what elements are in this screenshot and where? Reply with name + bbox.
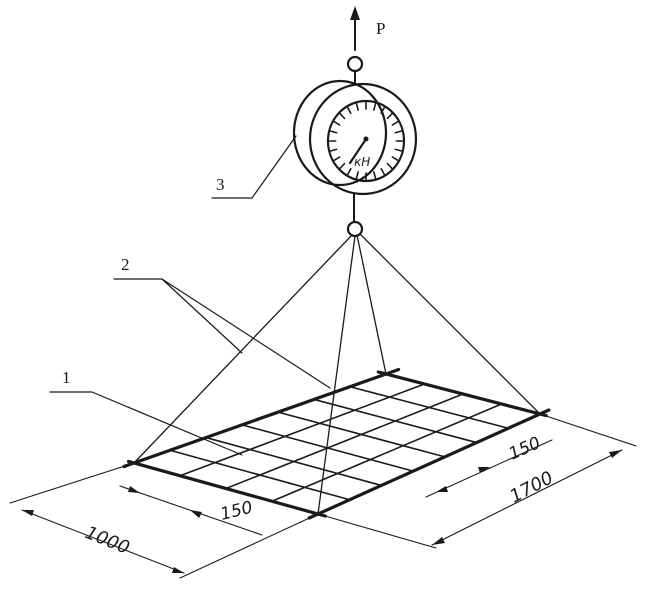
- dim-cell-short-label: 150: [218, 498, 254, 525]
- force-arrow: [350, 6, 360, 51]
- gauge-dial: [326, 99, 406, 183]
- mesh-grid: [122, 367, 551, 520]
- force-label: P: [376, 19, 385, 38]
- gauge-tick: [394, 148, 403, 152]
- gauge-tick: [373, 102, 377, 111]
- mesh-bar: [271, 403, 503, 503]
- top-ring: [346, 55, 364, 73]
- gauge-tick: [380, 167, 386, 176]
- gauge-tick: [329, 130, 338, 134]
- gauge-tick: [355, 102, 359, 111]
- dim-length: [317, 413, 637, 549]
- gauge-tick: [346, 167, 352, 176]
- mesh-bar: [225, 393, 464, 490]
- gauge-ticks: [328, 101, 404, 181]
- gauge-tick: [386, 112, 393, 120]
- gauge-tick: [339, 112, 346, 120]
- mesh-edge: [126, 459, 327, 518]
- dim-cell-short: [119, 485, 263, 536]
- label-slings: 2: [121, 255, 130, 274]
- gauge-tick: [391, 120, 399, 126]
- label-mesh: 1: [62, 368, 71, 387]
- dim-length-label: 1700: [506, 467, 556, 507]
- mesh-edge: [376, 370, 548, 418]
- dim-width: [9, 462, 319, 579]
- gauge-tick: [333, 120, 341, 126]
- mesh-edge: [122, 367, 401, 469]
- dynamometer: [292, 79, 418, 196]
- gauge-unit-label: кН: [354, 155, 370, 169]
- gauge-tick: [394, 130, 403, 134]
- dim-width-label: 1000: [82, 522, 132, 559]
- mesh-edge: [307, 408, 551, 520]
- slings: [133, 233, 541, 515]
- gauge-tick: [346, 106, 352, 115]
- dim-cell-long: [425, 439, 553, 498]
- label-dynamometer: 3: [216, 175, 225, 194]
- gauge-tick: [391, 156, 399, 162]
- gauge-needle: [348, 137, 368, 165]
- gauge-tick: [373, 171, 377, 180]
- dim-cell-long-label: 150: [506, 433, 544, 464]
- gauge-tick: [339, 162, 346, 170]
- gauge-tick: [380, 106, 386, 115]
- mesh-bar: [179, 383, 426, 477]
- gauge-tick: [329, 148, 338, 152]
- gauge-tick: [386, 162, 393, 170]
- gauge-tick: [355, 171, 359, 180]
- leaders: [49, 135, 331, 456]
- gauge-tick: [333, 156, 341, 162]
